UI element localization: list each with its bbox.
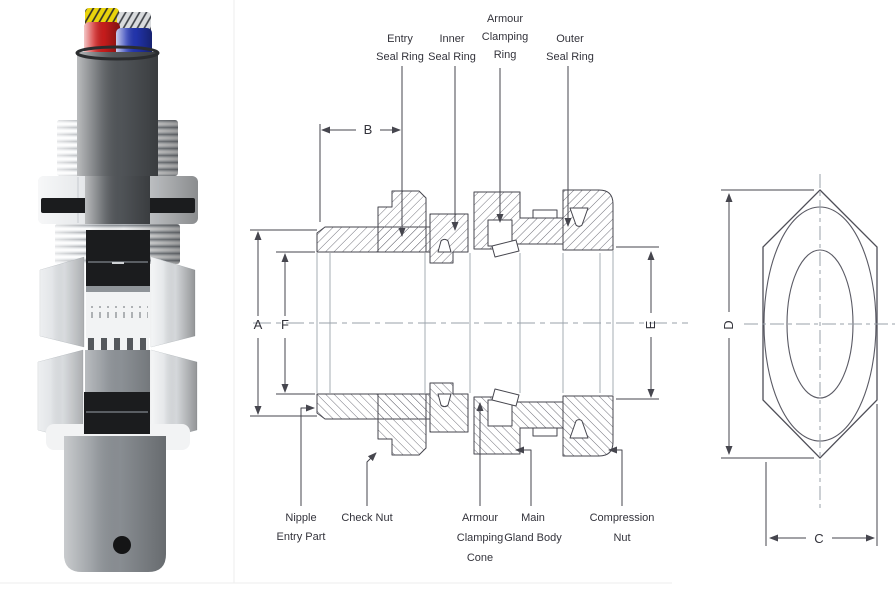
label-nipple-entry-part: Entry Part xyxy=(277,531,326,543)
armour-clamping-cone-section xyxy=(491,239,520,258)
label-main-gland-body: Gland Body xyxy=(504,532,562,544)
label-armour-clamping-ring: Clamping xyxy=(482,31,528,43)
label-armour-clamping-ring: Armour xyxy=(487,13,523,25)
outer-seal-groove xyxy=(569,207,589,227)
leader-compression-nut xyxy=(608,446,623,506)
label-compression-nut: Compression xyxy=(590,512,655,524)
label-entry-seal-ring: Entry xyxy=(387,33,413,45)
leader-check-nut xyxy=(366,452,377,506)
label-check-nut: Check Nut xyxy=(341,512,392,524)
dim-label-b: B xyxy=(364,122,373,137)
label-armour-clamping-ring: Ring xyxy=(494,49,517,61)
end-view-drawing xyxy=(721,174,895,546)
label-compression-nut: Nut xyxy=(613,532,630,544)
label-armour-clamping-cone: Armour xyxy=(462,512,498,524)
entry-seal-groove xyxy=(437,238,452,253)
lower-seal-block xyxy=(84,392,150,434)
label-armour-clamping-cone: Cone xyxy=(467,552,493,564)
compression-nut-section xyxy=(562,189,614,251)
label-outer-seal-ring: Outer xyxy=(556,33,584,45)
dim-label-e: E xyxy=(643,320,658,329)
inner-seal-block xyxy=(86,230,150,286)
leader-nipple-entry-part xyxy=(300,404,315,506)
cross-section-bottom-half xyxy=(316,382,614,457)
leader-lines xyxy=(300,66,623,506)
gland-exit-tube xyxy=(64,436,166,572)
end-view-dimensions xyxy=(721,189,878,546)
labels: Entry Seal Ring Inner Seal Ring Armour C… xyxy=(254,13,824,564)
cable-gland-photo xyxy=(0,0,672,584)
dim-label-f: F xyxy=(281,317,289,332)
body-step xyxy=(532,209,558,219)
label-inner-seal-ring: Inner xyxy=(439,33,464,45)
label-entry-seal-ring: Seal Ring xyxy=(376,51,424,63)
dim-label-d: D xyxy=(721,320,736,329)
gland-lower-hex xyxy=(37,349,198,450)
label-inner-seal-ring: Seal Ring xyxy=(428,51,476,63)
dim-label-c: C xyxy=(814,531,823,546)
tube-hole xyxy=(113,536,131,554)
seal-housing-section xyxy=(429,213,469,264)
cross-section-drawing xyxy=(250,66,688,506)
dim-label-a: A xyxy=(254,317,263,332)
gland-middle-hex xyxy=(39,256,196,376)
label-main-gland-body: Main xyxy=(521,512,545,524)
label-armour-clamping-cone: Clamping xyxy=(457,532,503,544)
leader-main-gland-body xyxy=(515,446,532,506)
label-nipple-entry-part: Nipple xyxy=(285,512,316,524)
label-outer-seal-ring: Seal Ring xyxy=(546,51,594,63)
dimension-lines xyxy=(250,124,659,417)
gland-body-section xyxy=(473,191,564,250)
sheath-rim xyxy=(75,45,160,61)
